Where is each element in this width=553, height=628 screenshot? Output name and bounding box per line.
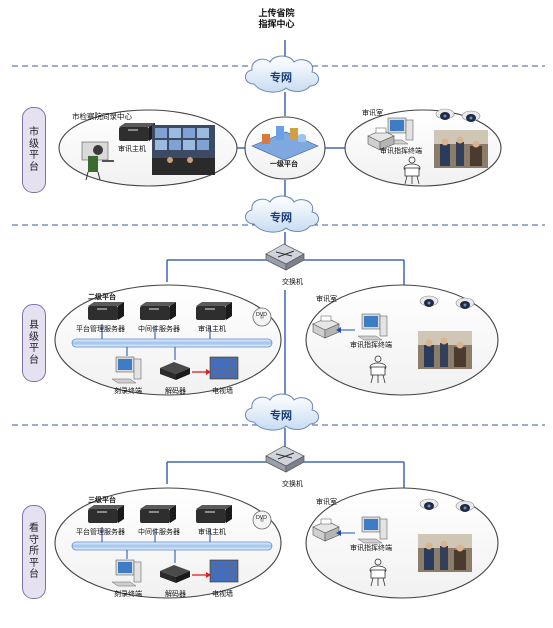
jail-platform-label: 三级平台 (88, 496, 116, 504)
jail-terminal-label: 审讯指挥终端 (350, 544, 392, 552)
interrogation-scene-photo (434, 130, 488, 168)
cloud-label: 专网 (270, 71, 292, 84)
dvd-icon (252, 307, 272, 327)
private-network-cloud (245, 393, 319, 431)
jail-mgmt-label: 平台管理服务器 (76, 528, 125, 536)
tier-label-county: 县级平台 (22, 304, 46, 382)
tier-label-jail: 看守所平台 (22, 505, 46, 599)
tv-wall-icon (209, 559, 239, 583)
county-room-label: 审讯室 (316, 295, 337, 303)
middleware-server-icon (140, 505, 176, 523)
county-dvd-label: DVD (256, 312, 268, 318)
county-recorder-label: 刻录终端 (114, 387, 142, 395)
tier-label-city: 市级平台 (22, 107, 46, 193)
private-network-cloud (245, 55, 319, 93)
county-switch-label: 交换机 (282, 278, 303, 286)
county-host-label: 审讯主机 (198, 325, 226, 333)
city-center-label: 市检察院同录中心 (72, 112, 132, 121)
interrogation-host-icon (196, 505, 232, 523)
jail-dvd-label: DVD (256, 515, 268, 521)
operator-workstation-icon (81, 141, 114, 181)
interrogation-scene-photo (418, 331, 472, 369)
jail-host-label: 审讯主机 (198, 528, 226, 536)
county-middleware-label: 中间件服务器 (138, 325, 180, 333)
private-network-cloud (245, 195, 319, 233)
top-title: 上传省院 指挥中心 (0, 9, 553, 32)
jail-switch-icon (265, 445, 305, 473)
jail-recorder-label: 刻录终端 (114, 590, 142, 598)
jail-room-label: 审讯室 (316, 498, 337, 506)
city-host-label: 审讯主机 (118, 145, 146, 153)
interrogation-host-icon (196, 302, 232, 320)
county-tvwall-label: 电视墙 (212, 387, 233, 395)
city-platform-label: 一级平台 (270, 160, 298, 168)
county-bus (71, 338, 273, 348)
jail-tvwall-label: 电视墙 (212, 590, 233, 598)
tv-wall-icon (209, 356, 239, 380)
recording-terminal-icon (111, 559, 142, 587)
command-terminal-icon (357, 516, 388, 544)
jail-decoder-label: 解码器 (165, 590, 186, 598)
dvd-icon (252, 510, 272, 530)
jail-switch-label: 交换机 (282, 480, 303, 488)
monitoring-room-photo (152, 125, 215, 175)
platform-mgmt-server-icon (88, 505, 124, 523)
county-platform-label: 二级平台 (88, 293, 116, 301)
top-title-line1: 上传省院 (258, 9, 295, 19)
jail-middleware-label: 中间件服务器 (138, 528, 180, 536)
city-terminal-label: 审讯指挥终端 (380, 147, 422, 155)
command-terminal-icon (357, 313, 388, 341)
jail-bus (71, 541, 273, 551)
county-decoder-label: 解码器 (165, 387, 186, 395)
county-switch-icon (265, 243, 305, 271)
level1-platform-icon (251, 126, 319, 161)
recording-terminal-icon (111, 356, 142, 384)
cloud-label: 专网 (270, 409, 292, 422)
city-room-label: 审讯室 (362, 109, 383, 117)
interrogation-host-server-icon (119, 123, 155, 141)
cloud-label: 专网 (270, 211, 292, 224)
county-terminal-label: 审讯指挥终端 (350, 341, 392, 349)
middleware-server-icon (140, 302, 176, 320)
top-title-line2: 指挥中心 (258, 20, 295, 31)
interrogation-scene-photo (418, 534, 472, 572)
platform-mgmt-server-icon (88, 302, 124, 320)
county-mgmt-label: 平台管理服务器 (76, 325, 125, 333)
